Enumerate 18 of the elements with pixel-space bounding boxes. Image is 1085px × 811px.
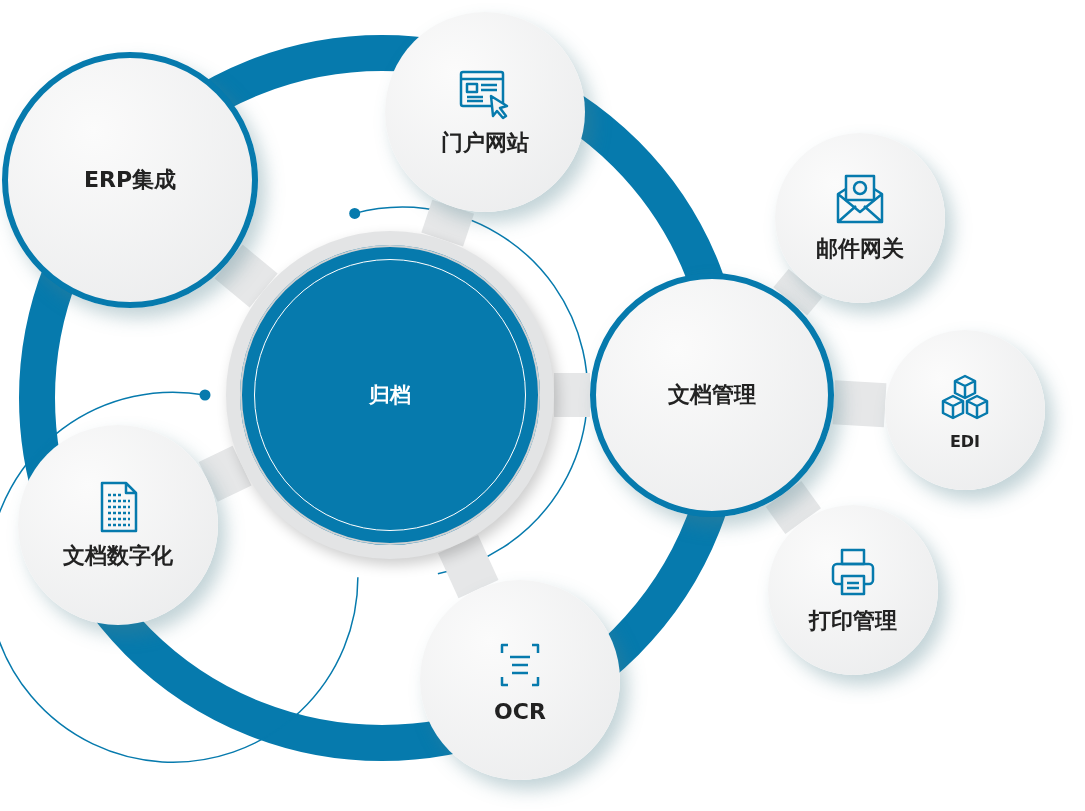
node-label: 文档管理 [668,381,756,409]
connector-bridge [421,199,475,247]
node-label: EDI [949,431,981,451]
node-label: 打印管理 [809,607,897,635]
node-label: 文档数字化 [63,542,173,570]
connector-bridge [554,373,590,417]
connector-bridge [214,244,278,308]
node-label: 邮件网关 [816,235,904,263]
node-label: 门户网站 [441,129,529,157]
circle-node [768,505,938,675]
connector-bridge [765,480,822,534]
connector-bridge [832,380,887,428]
node-label: 归档 [369,382,411,409]
connector-bridge [198,445,252,502]
connector-bridge [773,269,823,316]
node-label: ERP集成 [83,166,177,194]
connector-bridge [438,535,499,599]
node-label: OCR [494,698,546,724]
